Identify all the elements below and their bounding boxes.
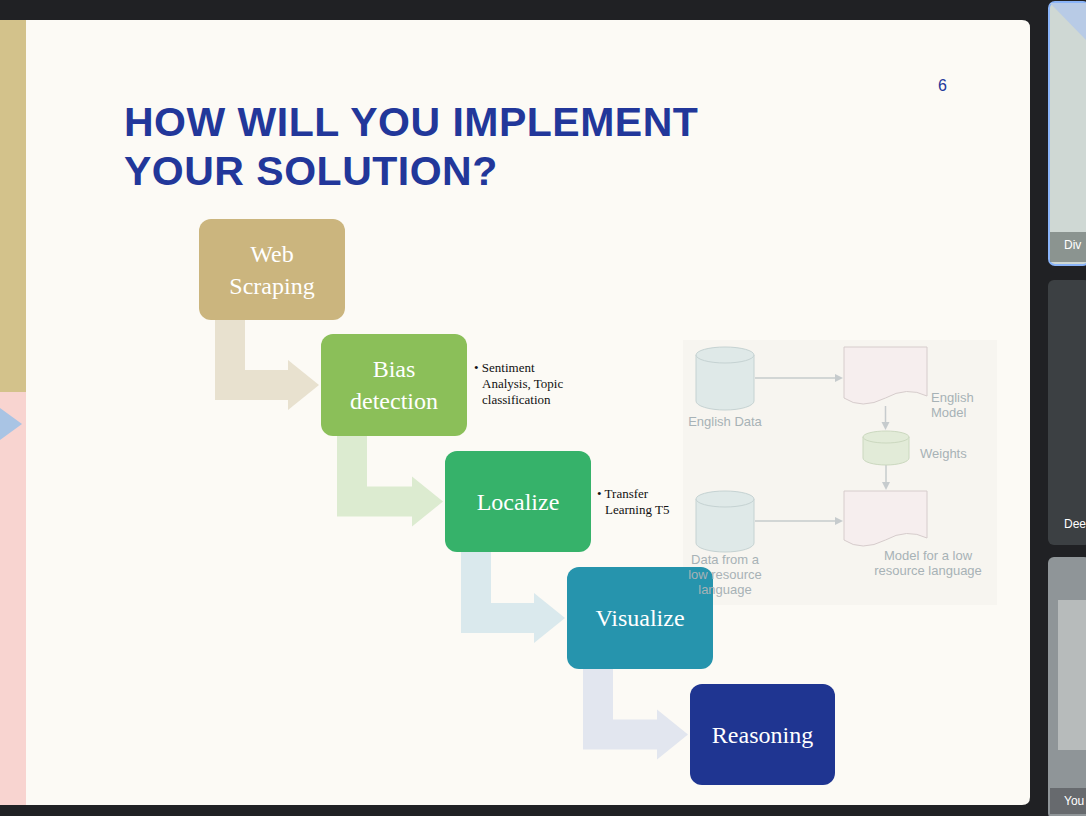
participant-name: You xyxy=(1064,794,1086,809)
data-cylinder: English Data xyxy=(695,346,755,410)
participant-tile xyxy=(1049,2,1086,265)
arrow-head xyxy=(412,477,443,527)
shape-outline xyxy=(843,346,928,406)
arrow-head xyxy=(882,482,890,490)
participant-name: Dee xyxy=(1064,517,1086,532)
box-label: Localize xyxy=(477,486,560,518)
cylinder-top xyxy=(696,491,754,507)
cylinder-top xyxy=(696,347,754,363)
elbow-arrow xyxy=(230,320,289,385)
flow-line xyxy=(755,377,836,379)
connector xyxy=(352,436,443,527)
arrow-head xyxy=(835,517,843,525)
connector xyxy=(230,320,319,410)
arrow-head xyxy=(882,422,890,430)
model-document: Model for a low resource language xyxy=(843,490,928,548)
connector xyxy=(882,406,890,430)
slide-side-band xyxy=(0,392,26,805)
document-shape xyxy=(844,347,927,404)
elbow-arrow xyxy=(352,436,413,502)
connector xyxy=(755,374,843,382)
process-box: Visualize xyxy=(567,567,713,669)
shape-outline xyxy=(695,346,755,410)
bullet-note: • Sentiment Analysis, Topic classificati… xyxy=(474,360,584,408)
box-label: Web Scraping xyxy=(207,238,337,302)
shape-caption: Data from a low resource language xyxy=(680,552,770,597)
elbow-arrow xyxy=(598,669,658,735)
name-shade xyxy=(1050,232,1086,262)
participant-name: Div xyxy=(1064,238,1086,253)
flow-line xyxy=(885,465,887,483)
slide-title: HOW WILL YOU IMPLEMENT YOUR SOLUTION? xyxy=(124,98,774,196)
participant-tile xyxy=(1048,280,1086,545)
participant-tile xyxy=(1048,557,1086,816)
process-box: Reasoning xyxy=(690,684,835,785)
shape-caption: English Model xyxy=(931,390,991,420)
participant-video xyxy=(1050,3,1086,40)
arrow-head xyxy=(657,710,688,760)
connector xyxy=(476,552,565,643)
flow-line xyxy=(885,406,887,423)
shape-caption: English Data xyxy=(680,414,770,429)
connector xyxy=(755,517,843,525)
connector xyxy=(598,669,688,760)
process-box: Bias detection xyxy=(321,334,467,436)
cylinder-top xyxy=(863,431,909,443)
shape-outline xyxy=(862,430,910,465)
shape-caption: Weights xyxy=(920,446,990,461)
participant-video xyxy=(1058,600,1086,750)
name-shade xyxy=(1050,788,1086,814)
arrow-head xyxy=(288,360,319,410)
shape-outline xyxy=(695,490,755,552)
slide-side-triangle xyxy=(0,408,22,440)
slide-side-band xyxy=(0,20,26,392)
box-label: Bias detection xyxy=(329,353,459,417)
flow-line xyxy=(755,520,836,522)
connector xyxy=(882,465,890,490)
box-label: Reasoning xyxy=(712,719,813,751)
bullet-note: • Transfer Learning T5 xyxy=(597,486,681,518)
process-box: Localize xyxy=(445,451,591,552)
model-document: English Model xyxy=(843,346,928,406)
document-shape xyxy=(844,491,927,546)
data-cylinder: Weights xyxy=(862,430,910,465)
shape-caption: Model for a low resource language xyxy=(863,548,993,578)
slide xyxy=(0,20,1030,805)
process-box: Web Scraping xyxy=(199,219,345,320)
arrow-head xyxy=(534,593,565,643)
page-number: 6 xyxy=(938,76,968,95)
elbow-arrow xyxy=(476,552,535,618)
shape-outline xyxy=(843,490,928,548)
box-label: Visualize xyxy=(595,602,684,634)
arrow-head xyxy=(835,374,843,382)
data-cylinder: Data from a low resource language xyxy=(695,490,755,552)
